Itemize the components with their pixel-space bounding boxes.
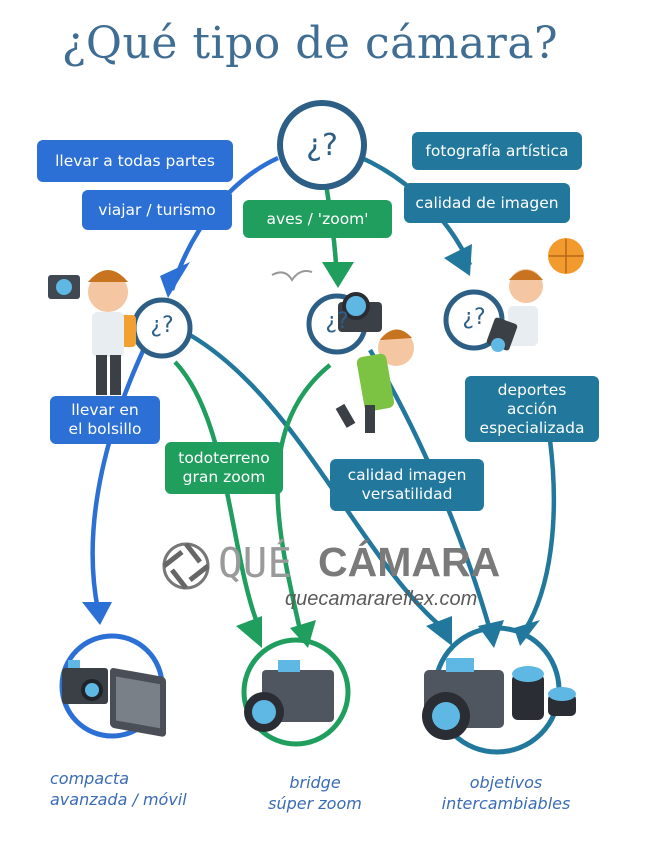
question-mark-right: ¿? [462, 305, 486, 330]
person-middle-illustration [335, 292, 414, 433]
label-calidad-imagen: calidad de imagen [404, 183, 570, 223]
label-viajar-turismo: viajar / turismo [82, 190, 232, 230]
label-deportes: deportes acción especializada [465, 376, 599, 442]
label-calidad-versatilidad: calidad imagen versatilidad [330, 459, 484, 511]
result-bridge: bridge súper zoom [268, 773, 362, 813]
bird-icon [271, 270, 313, 282]
question-mark-middle: ¿? [325, 309, 349, 334]
label-fotografia-artistica: fotografía artística [412, 132, 582, 170]
result-compacta: compacta avanzada / móvil [50, 769, 187, 809]
label-llevar-todas-partes: llevar a todas partes [37, 140, 233, 182]
person-left-illustration [48, 270, 136, 395]
brand-camara: CÁMARA [318, 539, 501, 585]
label-aves-zoom: aves / 'zoom' [243, 200, 392, 238]
dslr-camera-icon [422, 658, 576, 740]
label-llevar-bolsillo: llevar en el bolsillo [50, 396, 160, 444]
person-right-illustration [486, 238, 584, 352]
page-title: ¿Qué tipo de cámara? [61, 18, 559, 69]
brand-que: QUÉ [218, 539, 293, 587]
bridge-camera-icon [244, 660, 334, 732]
label-todoterreno: todoterreno gran zoom [165, 442, 283, 494]
result-objetivos: objetivos intercambiables [441, 773, 571, 813]
aperture-logo [162, 542, 210, 590]
brand-site: quecamarareflex.com [285, 588, 478, 610]
question-mark-left: ¿? [150, 313, 174, 338]
compact-camera-icon [62, 660, 166, 737]
question-mark-top: ¿? [306, 128, 338, 163]
